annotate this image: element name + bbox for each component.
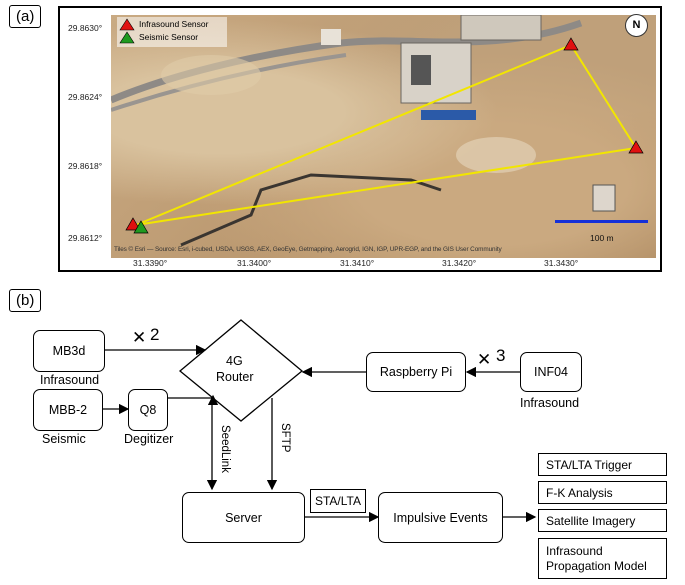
times-icon: ✕ [132, 328, 147, 347]
x-tick: 31.3410° [340, 258, 375, 268]
server-node: Server [182, 492, 305, 543]
seismic-sensor-icon [133, 220, 149, 234]
map-legend: Infrasound Sensor Seismic Sensor [117, 17, 227, 47]
sftp-label: SFTP [279, 423, 291, 453]
mbb2-label: MBB-2 [48, 403, 88, 417]
sensor-markers [125, 37, 644, 234]
stalta-box: STA/LTA [310, 489, 366, 513]
seismic-legend-icon [119, 31, 135, 44]
infrasound-sensor-icon [563, 37, 579, 51]
building-roof [411, 55, 431, 85]
seedlink-label: SeedLink [219, 425, 231, 473]
sensor-link-line [135, 44, 572, 226]
mb3d-caption: Infrasound [40, 373, 100, 387]
output-satellite-imagery: Satellite Imagery [538, 509, 667, 532]
scale-label: 100 m [590, 233, 614, 243]
output-stalta-trigger: STA/LTA Trigger [538, 453, 667, 476]
satellite-map[interactable] [111, 15, 656, 258]
output-label: F-K Analysis [546, 485, 613, 500]
north-arrow-icon: N [625, 14, 648, 37]
sand-patch [456, 137, 536, 173]
raspberry-pi-node: Raspberry Pi [366, 352, 466, 392]
sensor-links [135, 44, 637, 226]
inf04-caption: Infrasound [520, 396, 580, 410]
x-tick: 31.3430° [544, 258, 579, 268]
router-label-4g: 4G [226, 354, 243, 368]
map-frame [58, 6, 662, 272]
mb3d-node: MB3d [33, 330, 105, 372]
mbb2-caption: Seismic [42, 432, 86, 446]
output-label: Satellite Imagery [546, 513, 636, 528]
x-tick: 31.3390° [133, 258, 168, 268]
y-tick: 29.8612° [68, 233, 103, 243]
blue-roof [421, 110, 476, 120]
arrow-q8-router [168, 394, 219, 406]
y-tick: 29.8624° [68, 92, 103, 102]
q8-node: Q8 [128, 389, 168, 431]
panel-a-label: (a) [9, 5, 42, 28]
map-features [111, 15, 644, 247]
legend-seismic: Seismic Sensor [139, 32, 199, 42]
x-tick: 31.3420° [442, 258, 477, 268]
output-label: Infrasound Propagation Model [546, 543, 647, 573]
infrasound-sensor-icon [125, 217, 141, 231]
router-label: Router [216, 370, 254, 384]
building [460, 15, 542, 41]
mb3d-label: MB3d [52, 344, 86, 358]
server-label: Server [225, 510, 262, 525]
infrasound-sensor-icon [628, 140, 644, 154]
building [592, 184, 616, 212]
building [321, 29, 341, 45]
q8-caption: Degitizer [124, 432, 174, 446]
y-tick: 29.8618° [68, 161, 103, 171]
output-label: STA/LTA Trigger [546, 457, 633, 472]
output-propagation-model: Infrasound Propagation Model [538, 538, 667, 579]
mbb2-node: MBB-2 [33, 389, 103, 431]
legend-infrasound: Infrasound Sensor [139, 19, 209, 29]
impulsive-events-node: Impulsive Events [378, 492, 503, 543]
map-credits: Tiles © Esri — Source: Esri, i-cubed, US… [114, 246, 502, 253]
inf04-node: INF04 [520, 352, 582, 392]
multiplier-right: 3 [496, 346, 506, 365]
inf04-label: INF04 [533, 365, 569, 379]
sand-patch [161, 55, 261, 95]
sensor-link-line [135, 147, 637, 226]
output-fk-analysis: F-K Analysis [538, 481, 667, 504]
panel-b-label: (b) [9, 289, 42, 312]
y-tick: 29.8630° [68, 23, 103, 33]
scale-bar [555, 220, 648, 223]
stalta-label: STA/LTA [314, 494, 361, 508]
multiplier-left: 2 [150, 325, 160, 344]
raspberry-pi-label: Raspberry Pi [379, 365, 453, 379]
q8-label: Q8 [139, 403, 157, 417]
times-icon: ✕ [477, 350, 492, 369]
x-tick: 31.3400° [237, 258, 272, 268]
legend-markers [119, 18, 135, 44]
infrasound-legend-icon [119, 18, 135, 31]
sensor-link-line [570, 44, 637, 149]
impulsive-events-label: Impulsive Events [393, 510, 488, 525]
